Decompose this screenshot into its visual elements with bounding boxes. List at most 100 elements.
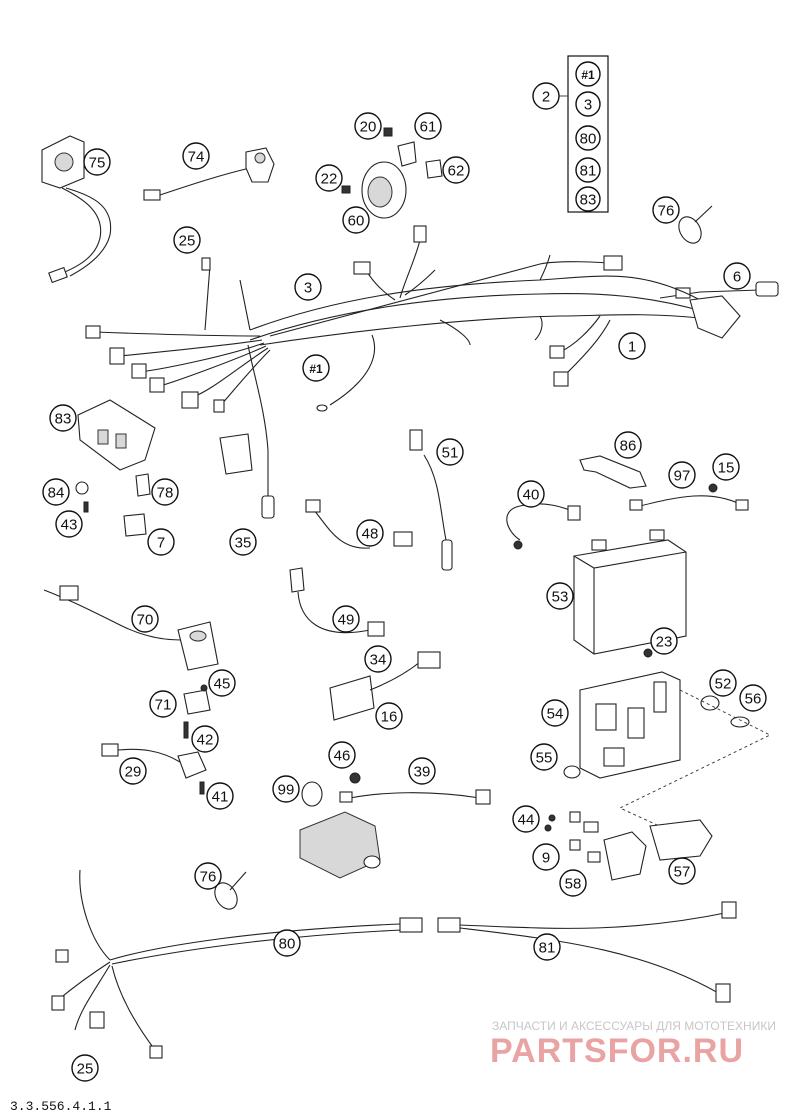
part-sensor-74 (143, 147, 275, 201)
callout-label: 86 (620, 438, 637, 455)
callout-75: 75 (83, 148, 111, 176)
part-cable-tie-top (678, 205, 713, 244)
callout-34: 34 (364, 645, 392, 673)
callout-25: 25 (173, 226, 201, 254)
part-bracket-83 (77, 399, 156, 471)
callout-label: 60 (348, 213, 365, 230)
callout-55: 55 (530, 743, 558, 771)
callout-label: 34 (370, 652, 387, 669)
part-battery-cable (506, 503, 581, 550)
callout-label: 84 (48, 485, 65, 502)
callout-1: 1 (618, 332, 646, 360)
callout-86: 86 (614, 431, 642, 459)
part-sensor-29 (101, 743, 207, 795)
callout-84: 84 (42, 478, 70, 506)
callout-99: 99 (272, 775, 300, 803)
part-starter-motor (299, 811, 381, 879)
callout-kit-1: #1 (575, 61, 601, 87)
callout-label: 29 (125, 764, 142, 781)
callout-label: 40 (523, 487, 540, 504)
callout-49: 49 (332, 605, 360, 633)
callout-label: 62 (448, 163, 465, 180)
callout-label: 76 (658, 203, 675, 220)
callout-43: 43 (55, 510, 83, 538)
callout-label: 43 (61, 517, 78, 534)
part-cover-71 (183, 684, 211, 739)
callout-80: 80 (273, 929, 301, 957)
callout-39: 39 (408, 757, 436, 785)
callout-label: 48 (362, 526, 379, 543)
watermark-tagline: ЗАПЧАСТИ И АКСЕССУАРЫ ДЛЯ МОТОТЕХНИКИ (492, 1019, 776, 1033)
part-sensor-48 (305, 499, 413, 549)
callout-label: 23 (656, 634, 673, 651)
callout-16: 16 (375, 702, 403, 730)
part-ignition-switch (41, 135, 112, 284)
callout-label: 74 (188, 149, 205, 166)
callout-label: 9 (542, 850, 550, 867)
callout-label: 76 (200, 869, 217, 886)
callout-42: 42 (191, 725, 219, 753)
part-fuse-box (544, 811, 713, 881)
callout-label: 25 (179, 233, 196, 250)
callout-label: #1 (581, 68, 595, 82)
callout-label: 54 (547, 706, 564, 723)
callout-label: 75 (89, 155, 106, 172)
callout-label: 41 (212, 789, 229, 806)
callout-label: 3 (584, 97, 592, 114)
callout-label: 80 (580, 131, 597, 148)
watermark-brand: PARTSFOR.RU (490, 1032, 744, 1070)
callout-25: 25 (71, 1054, 99, 1082)
callout-label: 81 (580, 163, 597, 180)
callout-23: 23 (650, 627, 678, 655)
callout-label: 15 (718, 460, 735, 477)
part-main-harness (85, 225, 741, 519)
part-grommets (618, 689, 772, 841)
callout-53: 53 (546, 582, 574, 610)
part-battery-strap (579, 455, 647, 489)
callout-label: 83 (580, 192, 597, 209)
callout-29: 29 (119, 757, 147, 785)
callout-62: 62 (442, 156, 470, 184)
callout-61: 61 (414, 112, 442, 140)
callout-label: 57 (674, 864, 691, 881)
callout-label: 61 (420, 119, 437, 136)
callout-48: 48 (356, 519, 384, 547)
callout-label: 7 (157, 535, 165, 552)
callout-label: 42 (197, 732, 214, 749)
part-switch-51 (409, 429, 453, 571)
callout-label: 49 (338, 612, 355, 629)
callout-label: 80 (279, 936, 296, 953)
part-battery (573, 529, 687, 655)
callout-74: 74 (182, 142, 210, 170)
callout-41: 41 (206, 782, 234, 810)
part-rear-harness (51, 869, 737, 1059)
callout-81: 81 (575, 157, 601, 183)
callout-15: 15 (712, 453, 740, 481)
callout-label: #1 (309, 362, 323, 376)
callout-label: 52 (715, 676, 732, 693)
callout-51: 51 (436, 438, 464, 466)
callout-97: 97 (668, 461, 696, 489)
callout-label: 71 (155, 697, 172, 714)
callout-3: 3 (294, 273, 322, 301)
callout-kit-1: #1 (302, 354, 330, 382)
callout-46: 46 (328, 741, 356, 769)
callout-label: 3 (304, 280, 312, 297)
callout-44: 44 (512, 805, 540, 833)
callout-label: 39 (414, 764, 431, 781)
callout-label: 1 (628, 339, 636, 356)
callout-6: 6 (723, 262, 751, 290)
callout-label: 70 (137, 612, 154, 629)
callout-76: 76 (194, 862, 222, 890)
callout-label: 20 (360, 119, 377, 136)
callout-78: 78 (151, 478, 179, 506)
callout-label: 44 (518, 812, 535, 829)
callout-22: 22 (315, 164, 343, 192)
callout-label: 81 (539, 940, 556, 957)
callout-label: 78 (157, 485, 174, 502)
callout-52: 52 (709, 669, 737, 697)
callout-3: 3 (575, 91, 601, 117)
callout-54: 54 (541, 699, 569, 727)
callout-label: 53 (552, 589, 569, 606)
callout-label: 83 (55, 411, 72, 428)
